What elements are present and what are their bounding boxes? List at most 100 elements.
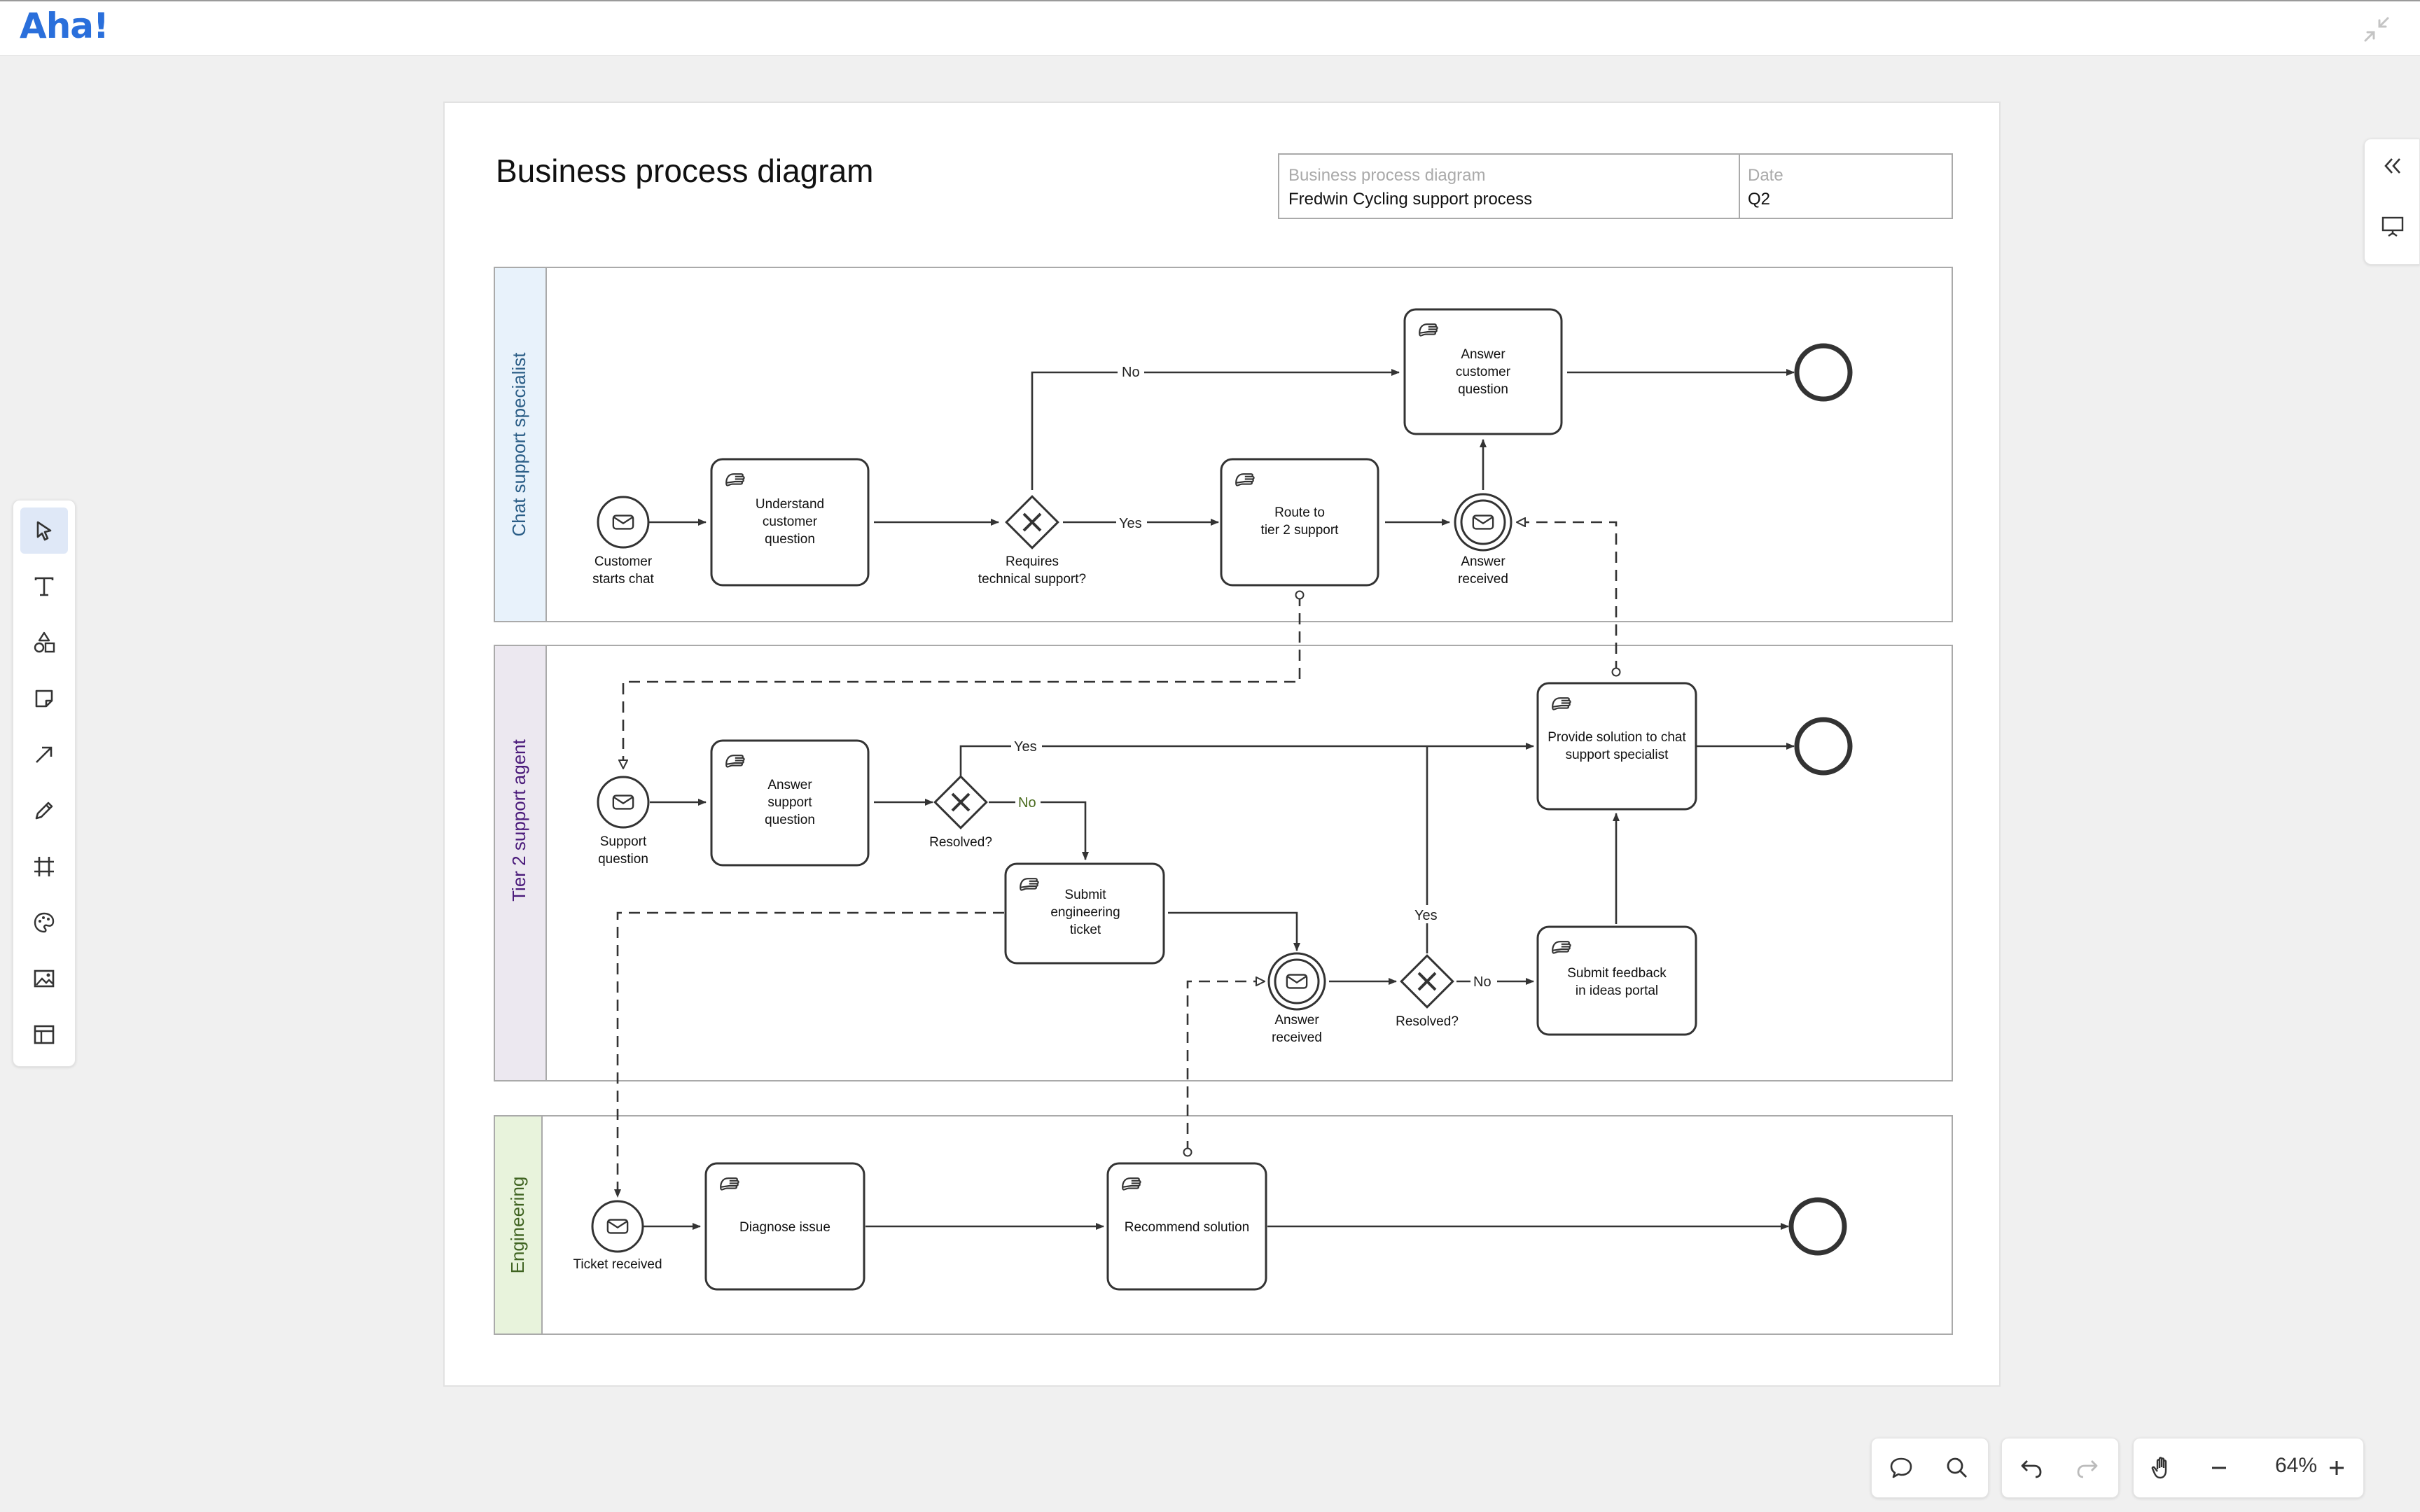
left-toolbar (13, 500, 76, 1067)
undo-icon (2021, 1460, 2042, 1478)
task-diagnose-issue[interactable]: Diagnose issue (704, 1162, 865, 1291)
gateway-label-resolved-1: Resolved? (929, 835, 992, 850)
flow-label-yes-2: Yes (1014, 739, 1037, 755)
connector-tool[interactable] (20, 732, 68, 778)
gateway-label-resolved-2: Resolved? (1396, 1014, 1459, 1029)
date-label: Date (1748, 166, 1783, 185)
lane-label-chat: Chat support specialist (508, 352, 529, 537)
lane-tier2-support[interactable]: Tier 2 support agent (494, 645, 1953, 1082)
select-tool[interactable] (20, 507, 68, 554)
expand-panel-button[interactable] (2373, 146, 2412, 186)
header-table[interactable]: Business process diagram Fredwin Cycling… (1278, 153, 1953, 219)
comment-button[interactable] (1882, 1448, 1921, 1488)
diagram-name-value[interactable]: Fredwin Cycling support process (1288, 190, 1532, 209)
hand-icon (2151, 1457, 2167, 1479)
message-flows (614, 522, 1616, 1198)
zoom-in-button[interactable] (2317, 1448, 2356, 1488)
palette-icon (34, 912, 55, 933)
diagram-name-label: Business process diagram (1288, 166, 1485, 185)
sequence-flows (643, 369, 1795, 1230)
flow-label-no-3: No (1473, 974, 1491, 990)
sticky-note-tool[interactable] (20, 676, 68, 722)
aha-logo[interactable]: Aha! (20, 6, 109, 46)
redo-button[interactable] (2068, 1448, 2107, 1488)
exclusive-gateway-icon (951, 792, 971, 812)
undo-redo-group (2001, 1438, 2119, 1498)
presentation-icon (2381, 216, 2404, 237)
zoom-out-button[interactable] (2199, 1448, 2239, 1488)
end-event-tier2[interactable] (1794, 717, 1853, 776)
text-tool[interactable] (20, 564, 68, 610)
task-label-recommend: Recommend solution (1125, 1220, 1249, 1235)
pen-icon (35, 802, 53, 820)
flow-label-yes-3: Yes (1414, 908, 1438, 923)
event-ticket-received[interactable]: Ticket received (573, 1200, 662, 1272)
search-button[interactable] (1938, 1448, 1977, 1488)
search-icon (1947, 1457, 1967, 1478)
style-tool[interactable] (20, 899, 68, 946)
date-value[interactable]: Q2 (1748, 190, 1770, 209)
exit-fullscreen-icon[interactable] (2360, 13, 2393, 46)
shapes-tool[interactable] (20, 620, 68, 666)
image-tool[interactable] (20, 955, 68, 1002)
undo-button[interactable] (2012, 1448, 2051, 1488)
zoom-group: 64% (2133, 1438, 2364, 1498)
flow-label-no-1: No (1122, 365, 1140, 380)
double-chevron-left-icon (2384, 158, 2400, 174)
gateway-resolved-2[interactable]: Resolved? (1396, 954, 1459, 1029)
diagram-title[interactable]: Business process diagram (496, 153, 873, 189)
zoom-level[interactable]: 64% (2275, 1454, 2318, 1477)
end-event-chat[interactable] (1794, 343, 1853, 402)
task-label-diagnose: Diagnose issue (739, 1220, 830, 1235)
sticky-note-icon (35, 690, 53, 708)
plus-icon (2330, 1461, 2344, 1475)
lane-label-tier2: Tier 2 support agent (508, 738, 529, 902)
present-button[interactable] (2373, 206, 2412, 246)
arrow-icon (36, 746, 53, 763)
top-bar: Aha! (0, 0, 2420, 56)
flow-labels: No Yes Yes No Yes No (1011, 363, 1497, 990)
flow-label-no-2: No (1018, 795, 1036, 811)
flow-label-yes-1: Yes (1119, 516, 1142, 531)
pen-tool[interactable] (20, 788, 68, 834)
pan-button[interactable] (2143, 1448, 2183, 1488)
minus-icon (2212, 1466, 2226, 1469)
exclusive-gateway-icon (1417, 972, 1437, 991)
comment-search-group (1871, 1438, 1989, 1498)
end-event-engineering[interactable] (1788, 1197, 1847, 1256)
event-label-ticket: Ticket received (573, 1257, 662, 1272)
right-panel (2364, 139, 2420, 265)
task-recommend-solution[interactable]: Recommend solution (1106, 1162, 1267, 1291)
image-icon (34, 969, 55, 988)
redo-icon (2077, 1460, 2098, 1478)
lane-label-engineering: Engineering (507, 1177, 528, 1274)
layout-icon (34, 1025, 55, 1044)
frame-tool[interactable] (20, 844, 68, 890)
exclusive-gateway-icon (1022, 512, 1042, 532)
template-tool[interactable] (20, 1011, 68, 1058)
gateway-resolved-1[interactable]: Resolved? (929, 775, 992, 850)
